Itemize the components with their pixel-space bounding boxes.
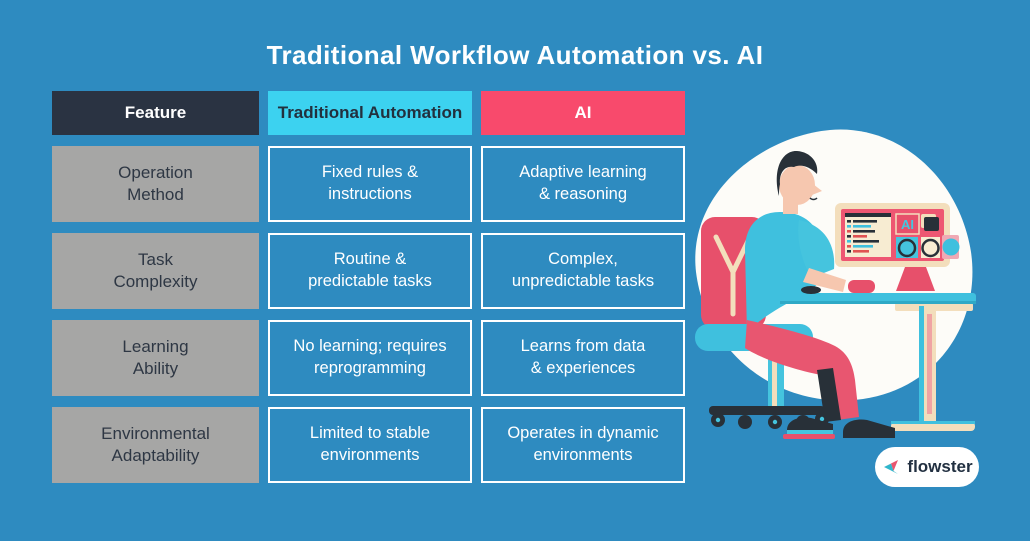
feature-cell: Learning Ability <box>52 320 259 396</box>
feature-cell: Task Complexity <box>52 233 259 309</box>
ai-tile <box>895 213 920 235</box>
desk-top-edge <box>780 301 976 304</box>
feature-cell: Operation Method <box>52 146 259 222</box>
person-forearm <box>803 268 846 292</box>
person-head <box>779 165 815 205</box>
person-nose <box>812 184 822 195</box>
shoe-left-sole <box>787 430 833 434</box>
comparison-table: Feature Traditional Automation AI Operat… <box>52 91 685 483</box>
flowster-logo-text: flowster <box>907 457 973 476</box>
desk-foot <box>891 422 975 431</box>
knob-2 <box>921 238 940 258</box>
monitor-stand <box>896 267 935 291</box>
chair-pedestal-stripe <box>772 354 777 408</box>
shoe-right <box>843 419 895 438</box>
person-legs <box>745 320 859 420</box>
desk-leg-stripe <box>927 314 932 414</box>
shoe-left <box>787 417 833 434</box>
person-back-shin <box>817 368 841 422</box>
person-mouth <box>809 197 818 201</box>
flowster-logo-icon <box>884 460 899 474</box>
person-arm <box>798 220 835 278</box>
desk-leg-accent <box>919 306 925 424</box>
monitor-ai-label: AI <box>901 217 914 232</box>
ai-cell: Complex, unpredictable tasks <box>481 233 685 309</box>
screen-list-rows <box>847 220 879 253</box>
feature-cell: Environmental Adaptability <box>52 407 259 483</box>
column-header-ai: AI <box>481 91 685 135</box>
column-header-feature: Feature <box>52 91 259 135</box>
knob-3 <box>942 238 960 256</box>
illustration-person-at-computer: AI <box>695 129 976 439</box>
flowster-logo-badge: flowster <box>875 447 979 487</box>
ai-cell: Operates in dynamic environments <box>481 407 685 483</box>
screen-square-icon <box>924 217 939 231</box>
ai-cell: Learns from data & experiences <box>481 320 685 396</box>
traditional-cell: No learning; requires reprogramming <box>268 320 472 396</box>
chair-back-y-detail <box>713 234 753 317</box>
shoe-mat <box>783 434 835 439</box>
person-hair <box>776 150 818 196</box>
traditional-cell: Fixed rules & instructions <box>268 146 472 222</box>
column-header-traditional-automation: Traditional Automation <box>268 91 472 135</box>
desk-foot-edge <box>891 421 975 424</box>
screen-list-header <box>845 213 891 217</box>
page-title: Traditional Workflow Automation vs. AI <box>266 40 764 70</box>
computer-mouse <box>801 286 821 294</box>
knob-1 <box>897 238 917 258</box>
traditional-cell: Routine & predictable tasks <box>268 233 472 309</box>
ai-cell: Adaptive learning & reasoning <box>481 146 685 222</box>
desk-red-object <box>848 280 875 293</box>
traditional-cell: Limited to stable environments <box>268 407 472 483</box>
